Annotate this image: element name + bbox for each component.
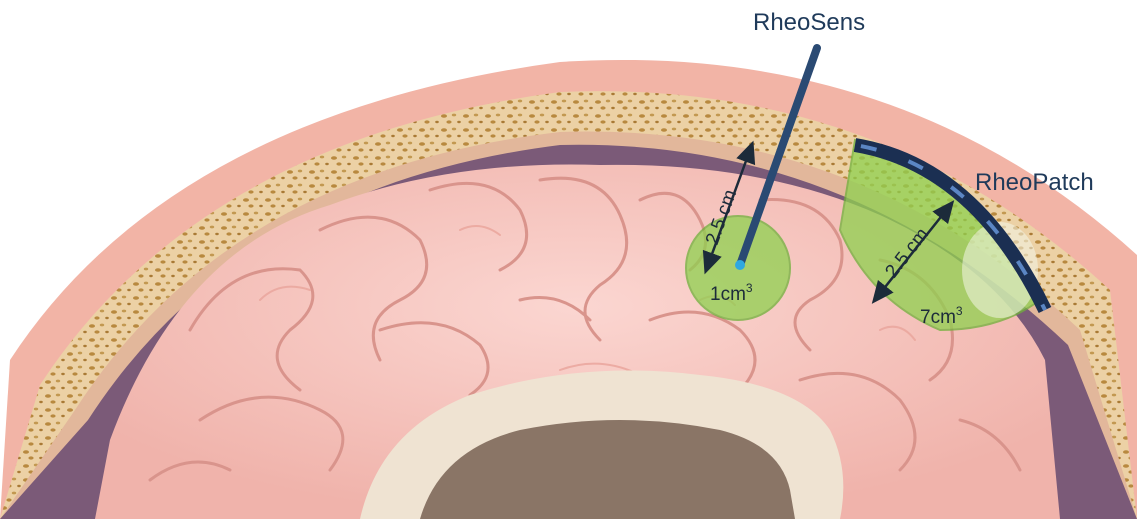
patch-volume-base: 7cm — [920, 307, 956, 328]
probe-label: RheoSens — [753, 9, 865, 36]
patch-volume-exp: 3 — [956, 304, 963, 318]
probe-volume-base: 1cm — [710, 284, 746, 305]
probe-tip — [735, 260, 745, 270]
patch-label: RheoPatch — [975, 169, 1094, 196]
probe-volume-exp: 3 — [746, 281, 753, 295]
